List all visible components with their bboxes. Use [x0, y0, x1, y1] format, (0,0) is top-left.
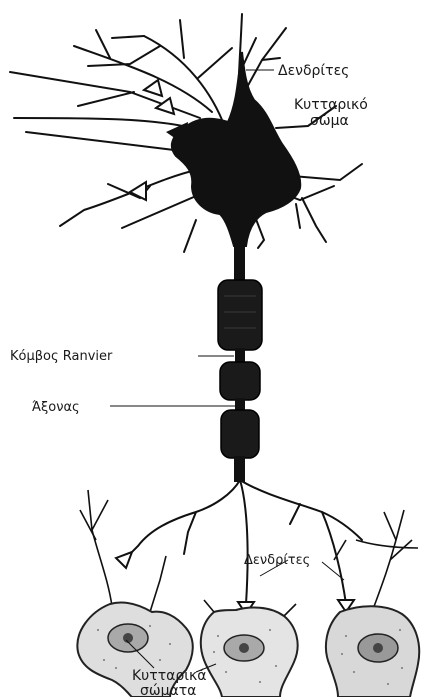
myelin-sheath-1 [218, 280, 262, 350]
label-cell-body-line1: Κυτταρικό [294, 97, 368, 113]
label-dendrites-bottom: Δενδρίτες [244, 553, 310, 568]
myelin-sheath-2 [220, 362, 260, 400]
label-axon: Άξονας [32, 400, 80, 415]
label-node-of-ranvier: Κόμβος Ranvier [10, 349, 113, 364]
axon-terminal-branches [124, 480, 362, 604]
cell-body [172, 52, 300, 246]
postsynaptic-cell-left [77, 490, 192, 697]
label-cell-body-line2: σώμα [310, 113, 349, 129]
axon-initial-segment [234, 244, 245, 282]
synaptic-terminals-top [130, 80, 174, 200]
axon-terminal-segment [234, 456, 245, 482]
axon [218, 244, 262, 482]
label-cell-bodies-line1: Κυτταρικά [132, 668, 206, 684]
myelin-sheath-3 [221, 410, 259, 458]
label-dendrites-top: Δενδρίτες [278, 63, 349, 79]
label-cell-bodies-line2: σώματα [140, 683, 196, 697]
postsynaptic-cell-middle [201, 600, 298, 697]
